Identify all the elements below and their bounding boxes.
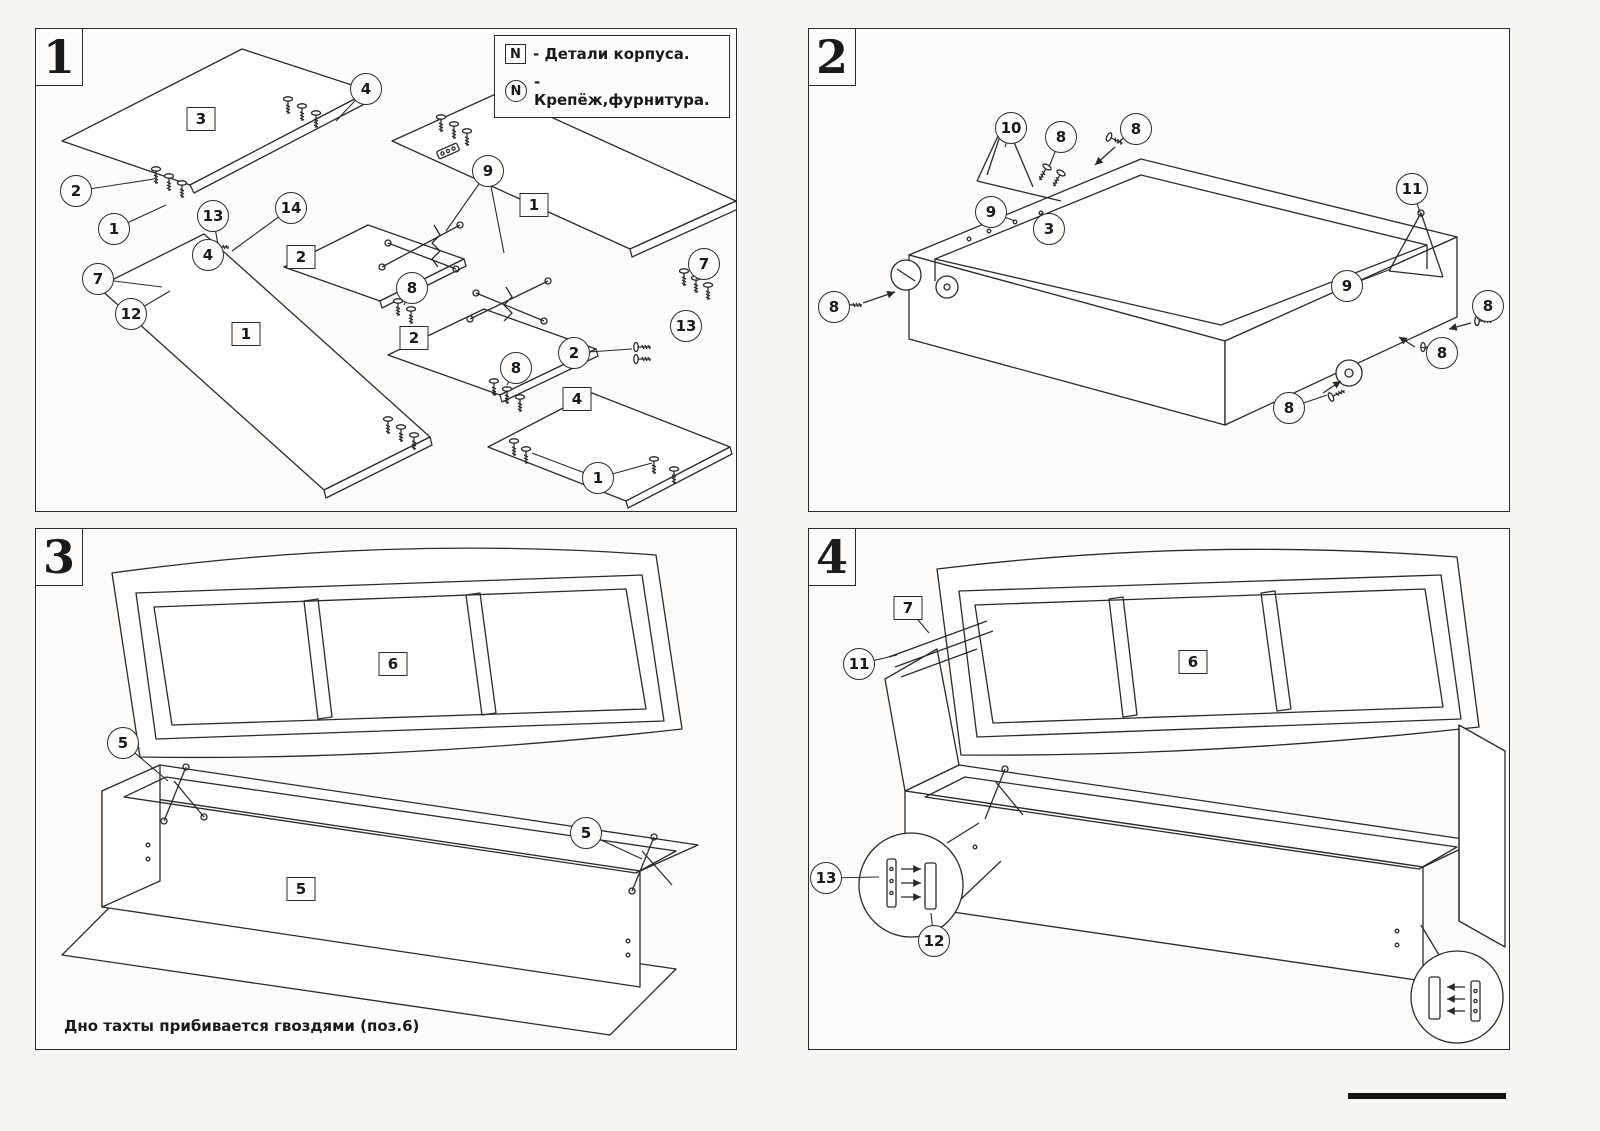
board-part-1-top [392,93,736,257]
lift-mechanism-9a [379,222,463,272]
bracket-detail-magnifier-right [1411,925,1503,1043]
part-label-1: 1 [231,322,261,346]
fastener-callout-8: 8 [818,291,850,323]
fastener-callout-13: 13 [197,200,229,232]
hinge-arm-left [161,764,207,824]
legend-hardware-label: - Крепёж,фурнитура. [534,73,710,109]
ottoman-open-drawing [36,529,736,1049]
fastener-callout-4: 4 [350,73,382,105]
fastener-callout-9: 9 [472,155,504,187]
lid-part-6 [937,549,1479,755]
legend-row-parts: N - Детали корпуса. [505,44,719,64]
step-1-panel: 1 N - Детали корпуса. N - Крепёж,фурниту… [35,28,737,512]
support-rails-11 [889,621,993,677]
hinge-cup-right [1336,360,1362,386]
step-number: 1 [36,29,83,86]
ottoman-detail-drawing [809,529,1509,1049]
part-label-2: 2 [399,326,429,350]
hinge-arm [985,766,1023,819]
legend-box: N - Детали корпуса. N - Крепёж,фурнитура… [494,35,730,118]
lift-mechanism-9b [467,278,551,324]
part-label-6: 6 [378,652,408,676]
fastener-callout-9: 9 [975,196,1007,228]
step-4-panel: 4 [808,528,1510,1050]
fastener-callout-4: 4 [192,239,224,271]
fastener-callout-9: 9 [1331,270,1363,302]
bracket-detail-magnifier-left [859,823,1001,937]
fastener-callout-11: 11 [843,648,875,680]
step-number: 2 [809,29,856,86]
lift-mechanism-right [1389,210,1443,277]
fastener-callout-8: 8 [1045,121,1077,153]
hardware-symbol: N [505,80,527,102]
fastener-callout-14: 14 [275,192,307,224]
part-label-2: 2 [286,245,316,269]
bolts-2-right [633,341,652,365]
step-3-panel: 3 [35,528,737,1050]
fastener-callout-5: 5 [107,727,139,759]
fastener-callout-2: 2 [558,337,590,369]
hinge-arm-right [629,834,672,894]
part-label-5: 5 [286,877,316,901]
fastener-callout-1: 1 [582,462,614,494]
fastener-callout-8: 8 [396,272,428,304]
legend-row-hardware: N - Крепёж,фурнитура. [505,73,719,109]
assembly-note: Дно тахты прибивается гвоздями (поз.6) [64,1017,420,1035]
part-symbol: N [505,44,526,64]
part-label-3: 3 [186,107,216,131]
fastener-callout-13: 13 [810,862,842,894]
part-label-7: 7 [893,596,923,620]
fastener-callout-7: 7 [82,263,114,295]
part-label-6: 6 [1178,650,1208,674]
part-label-1: 1 [519,193,549,217]
legend-parts-label: - Детали корпуса. [533,45,690,63]
fastener-callout-12: 12 [918,925,950,957]
bolt-arrows [844,131,1493,403]
hinge-cup-left [891,260,958,298]
fastener-callout-8: 8 [500,352,532,384]
fastener-callout-1: 1 [98,213,130,245]
board-part-4 [488,393,732,508]
storage-box [102,765,698,987]
fastener-callout-11: 11 [1396,173,1428,205]
step-number: 3 [36,529,83,586]
part-label-4: 4 [562,387,592,411]
frame-assembly-drawing [844,29,1493,511]
step-2-panel: 2 [808,28,1510,512]
fastener-callout-5: 5 [570,817,602,849]
step-number: 4 [809,529,856,586]
fastener-callout-7: 7 [688,248,720,280]
fastener-callout-10: 10 [995,112,1027,144]
box-frame [909,159,1457,425]
board-part-1-bottom [98,234,432,498]
page-footer-rule [1348,1093,1506,1099]
side-panel-right [1459,725,1505,947]
fastener-callout-8: 8 [1273,392,1305,424]
fastener-callout-3: 3 [1033,213,1065,245]
fastener-callout-8: 8 [1120,113,1152,145]
board-part-3 [62,49,374,193]
fastener-callout-13: 13 [670,310,702,342]
fastener-callout-12: 12 [115,298,147,330]
fastener-callout-8: 8 [1472,290,1504,322]
fastener-callout-2: 2 [60,175,92,207]
fastener-callout-8: 8 [1426,337,1458,369]
